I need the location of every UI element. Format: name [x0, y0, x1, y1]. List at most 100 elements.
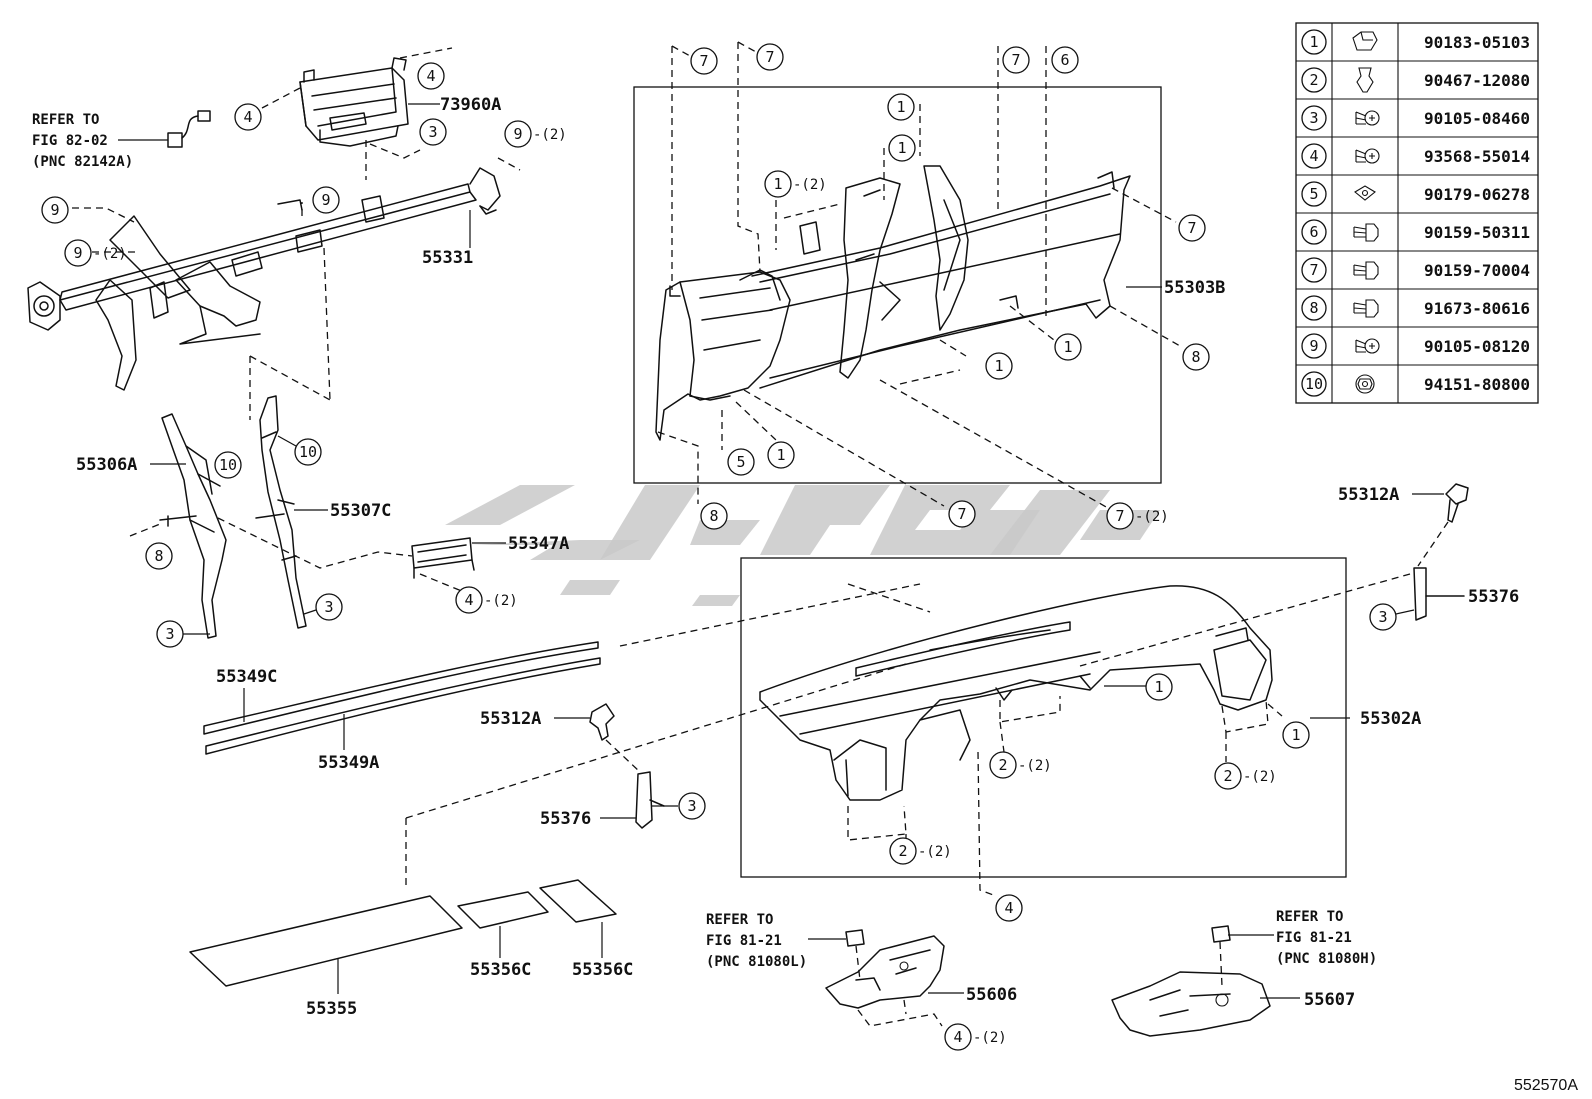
legend-part-number: 90105-08120	[1424, 337, 1530, 356]
callout-number: 9	[73, 244, 82, 262]
part-number: 55302A	[1360, 709, 1421, 729]
callout-number: 9	[321, 191, 330, 209]
legend-number: 4	[1309, 147, 1318, 165]
legend-number: 3	[1309, 109, 1318, 127]
part-55303B-instrument-panel-frame	[655, 165, 1162, 441]
legend-part-number: 90467-12080	[1424, 71, 1530, 90]
callout-number: 2	[998, 756, 1007, 774]
part-number: 55376	[1468, 587, 1519, 607]
assembly-frame-55303B	[633, 86, 1162, 484]
legend-number: 10	[1305, 375, 1323, 393]
assembly-frame-55302A	[740, 557, 1347, 878]
callout-number: 3	[428, 123, 437, 141]
part-55349A-molding: 55349A	[205, 657, 601, 773]
legend-part-number: 90105-08460	[1424, 109, 1530, 128]
part-55355-insulator: 55355	[189, 895, 463, 1019]
part-number: 55303B	[1164, 278, 1225, 298]
callout: 4	[995, 894, 1023, 922]
callout-number: 1	[773, 175, 782, 193]
callout: 9 -(2)	[64, 239, 127, 267]
callout-number: 7	[699, 52, 708, 70]
callout: 2 -(2)	[1214, 762, 1277, 790]
legend-row: 2 90467-12080	[1301, 67, 1530, 93]
reference-line: (PNC 82142A)	[32, 154, 133, 170]
callout: 4	[234, 103, 262, 131]
bolt-icon	[1353, 223, 1379, 242]
callout: 8	[1182, 343, 1210, 371]
reference-line: REFER TO	[706, 912, 773, 928]
callout-quantity: -(2)	[1243, 769, 1277, 785]
callout-number: 4	[1004, 899, 1013, 917]
part-number: 55349A	[318, 753, 379, 773]
part-number: 55306A	[76, 455, 137, 475]
legend-part-number: 93568-55014	[1424, 147, 1530, 166]
callout: 10	[214, 451, 242, 479]
reference-line: FIG 81-21	[706, 933, 782, 949]
screw-icon	[1355, 110, 1380, 126]
reference-line: (PNC 81080L)	[706, 954, 807, 970]
callout: 7	[1002, 46, 1030, 74]
callout-number: 3	[165, 625, 174, 643]
callout-number: 6	[1060, 51, 1069, 69]
callout: 4 -(2)	[944, 1023, 1007, 1051]
part-55376-stay-left: 55376	[540, 771, 665, 829]
callout: 7	[948, 500, 976, 528]
callout-number: 10	[219, 456, 237, 474]
legend-part-number: 90159-50311	[1424, 223, 1530, 242]
part-number: 55606	[966, 985, 1017, 1005]
callout-number: 9	[513, 125, 522, 143]
callout-quantity: -(2)	[793, 177, 827, 193]
callout: 1	[887, 93, 915, 121]
part-55376-stay-right: 55376	[1413, 567, 1519, 621]
callout: 1	[1054, 333, 1082, 361]
callout: 3	[419, 118, 447, 146]
callout: 3	[1369, 603, 1397, 631]
callout-quantity: -(2)	[93, 246, 127, 262]
callout: 1	[888, 134, 916, 162]
callout: 8	[700, 502, 728, 530]
callout: 9	[41, 196, 69, 224]
part-55312A-clip-right: 55312A	[1338, 483, 1469, 523]
legend-number: 2	[1309, 71, 1318, 89]
legend-part-number: 90183-05103	[1424, 33, 1530, 52]
callout-number: 7	[957, 505, 966, 523]
fastener-legend-table: 1 90183-05103 2 90467-12080 3 90105-0846…	[1295, 22, 1539, 404]
callout-number: 4	[243, 108, 252, 126]
callout: 1	[1282, 721, 1310, 749]
callout-quantity: -(2)	[973, 1030, 1007, 1046]
callout: 1	[767, 441, 795, 469]
part-number: 55347A	[508, 534, 569, 554]
callout-number: 4	[464, 591, 473, 609]
callout-number: 1	[1063, 338, 1072, 356]
part-number: 55376	[540, 809, 591, 829]
legend-row: 9 90105-08120	[1301, 333, 1530, 359]
part-55606-lower-panel: 55606	[825, 935, 1017, 1009]
legend-part-number: 90159-70004	[1424, 261, 1530, 280]
legend-row: 5 90179-06278	[1301, 181, 1530, 207]
callout-number: 1	[1154, 678, 1163, 696]
legend-row: 7 90159-70004	[1301, 257, 1530, 283]
callout: 5	[727, 448, 755, 476]
callout: 3	[156, 620, 184, 648]
square-nut-icon	[1354, 185, 1376, 201]
callout: 9	[312, 186, 340, 214]
legend-row: 8 91673-80616	[1301, 295, 1530, 321]
part-55312A-clip-left: 55312A	[480, 703, 615, 741]
callout-number: 4	[426, 67, 435, 85]
callout: 2 -(2)	[889, 837, 952, 865]
callout: 3	[678, 792, 706, 820]
legend-row: 3 90105-08460	[1301, 105, 1530, 131]
part-55331-reinforcement: 55331	[27, 167, 501, 391]
legend-number: 5	[1309, 185, 1318, 203]
legend-number: 9	[1309, 337, 1318, 355]
legend-row: 1 90183-05103	[1301, 29, 1530, 55]
part-55306A-brace: 55306A	[76, 413, 227, 639]
callout-number: 7	[1187, 219, 1196, 237]
part-55356C-insulator-a: 55356C	[457, 891, 549, 980]
flange-nut-icon	[1355, 374, 1375, 394]
callout-number: 8	[154, 547, 163, 565]
callout: 2 -(2)	[989, 751, 1052, 779]
callout-number: 1	[1291, 726, 1300, 744]
legend-number: 7	[1309, 261, 1318, 279]
